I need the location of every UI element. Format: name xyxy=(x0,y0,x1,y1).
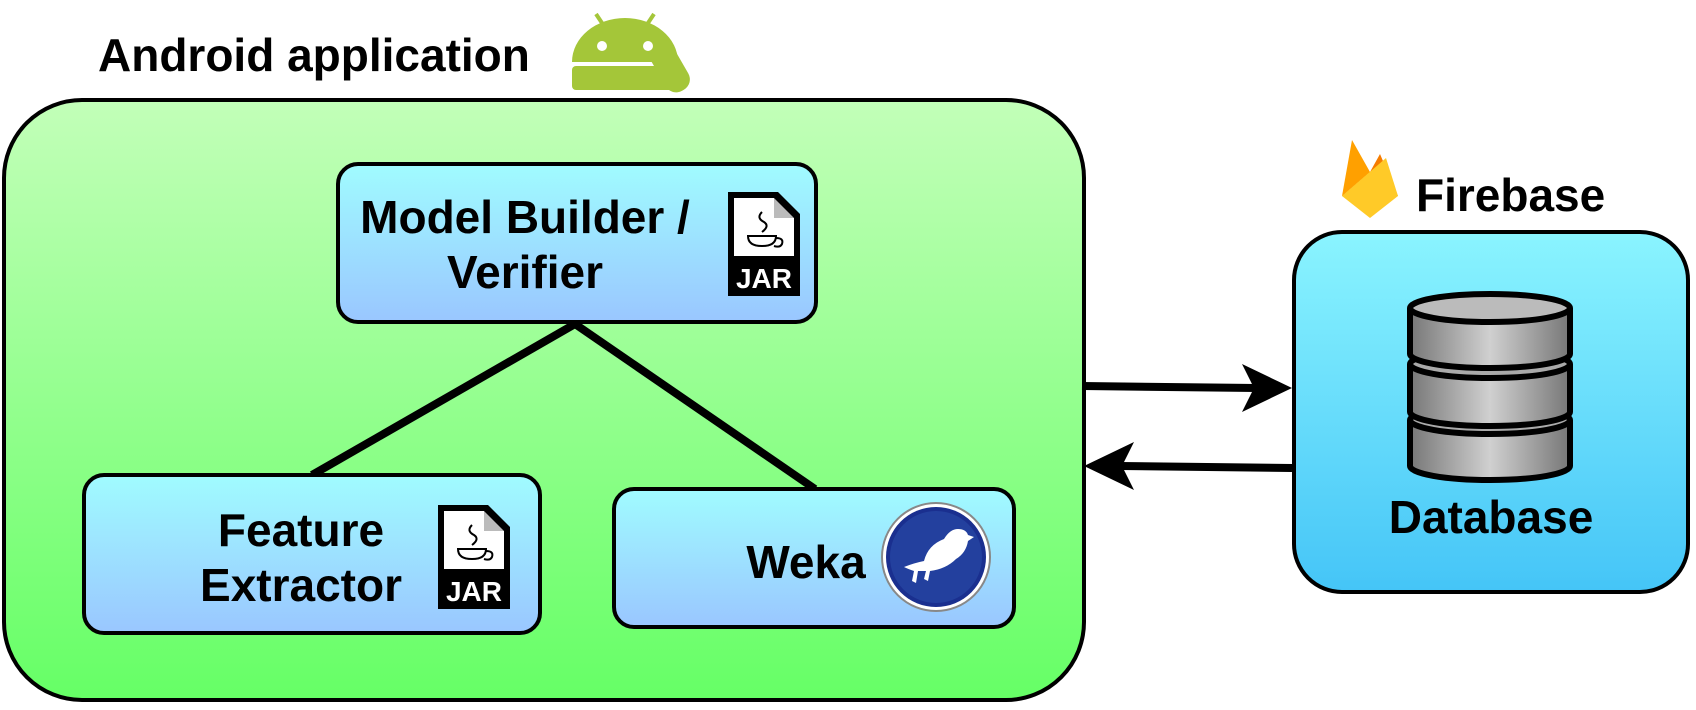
model-builder-box: Model Builder / Verifier JAR xyxy=(336,162,818,324)
jar-file-icon: JAR xyxy=(728,192,800,296)
arrow-to-android-head xyxy=(1084,442,1134,490)
arrow-to-firebase-head xyxy=(1242,364,1292,412)
database-label: Database xyxy=(1388,491,1594,543)
android-app-title: Android application xyxy=(98,29,530,81)
model-builder-label-line2: Verifier xyxy=(447,246,603,299)
connector-model-to-weka xyxy=(572,320,818,493)
feature-extractor-box: Feature Extractor JAR xyxy=(82,473,542,635)
feature-extractor-label-line1: Feature xyxy=(217,504,385,556)
jar-icon-text: JAR xyxy=(446,576,502,607)
firebase-container: Database xyxy=(1292,230,1690,594)
sync-arrows xyxy=(1081,364,1293,490)
weka-label: Weka xyxy=(746,536,866,588)
database-cylinder-icon xyxy=(1407,291,1573,483)
arrow-to-firebase xyxy=(1081,382,1257,392)
model-builder-label-line1: Model Builder / xyxy=(360,191,690,243)
firebase-title: Firebase xyxy=(1416,169,1606,221)
jar-file-icon: JAR xyxy=(438,505,510,609)
feature-extractor-label-line2: Extractor xyxy=(200,559,402,612)
weka-bird-icon xyxy=(881,502,991,612)
connector-model-to-feature xyxy=(310,320,577,479)
android-logo-icon xyxy=(572,12,690,93)
arrow-to-android xyxy=(1119,462,1293,472)
connector-lines xyxy=(310,320,818,493)
jar-icon-text: JAR xyxy=(736,263,792,294)
weka-box: Weka xyxy=(612,487,1016,629)
firebase-flame-icon xyxy=(1342,140,1398,218)
